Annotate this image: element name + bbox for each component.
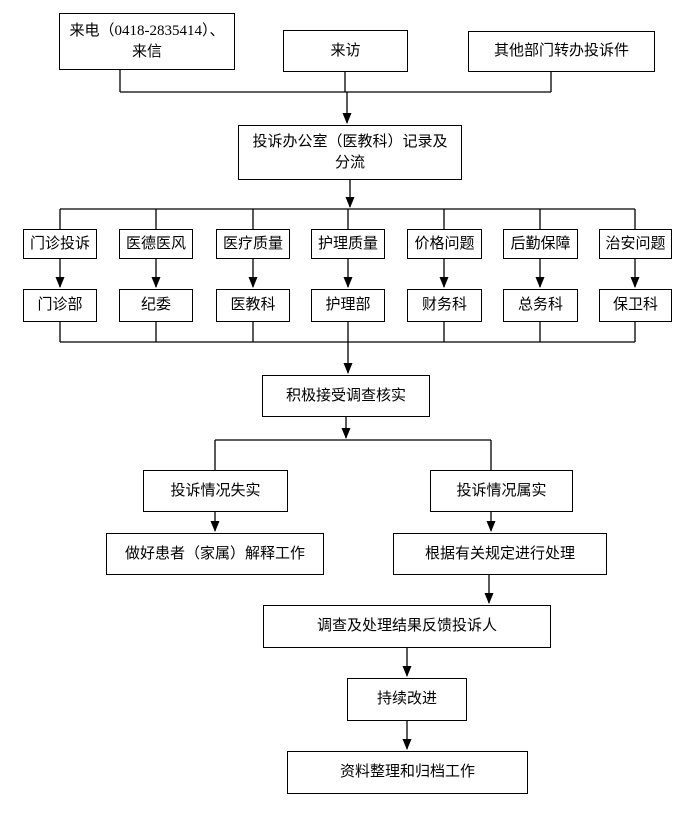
node-explain-to-patient: 做好患者（家属）解释工作	[106, 533, 324, 575]
node-dept-general-affairs: 总务科	[503, 289, 578, 322]
node-dept-finance: 财务科	[407, 289, 482, 322]
node-category-nursing-quality: 护理质量	[311, 229, 385, 259]
node-category-medical-quality: 医疗质量	[216, 229, 290, 259]
node-dept-nursing: 护理部	[311, 289, 385, 322]
node-dept-discipline-committee: 纪委	[119, 289, 193, 322]
node-complaint-office: 投诉办公室（医教科）记录及 分流	[238, 125, 462, 180]
node-intake-transfer: 其他部门转办投诉件	[468, 31, 655, 72]
node-category-pricing: 价格问题	[407, 229, 482, 259]
node-case-true: 投诉情况属实	[430, 470, 573, 512]
node-feedback-to-complainant: 调查及处理结果反馈投诉人	[263, 605, 551, 648]
node-dept-outpatient: 门诊部	[23, 289, 97, 322]
node-dept-medical-education: 医教科	[216, 289, 290, 322]
node-category-outpatient: 门诊投诉	[23, 229, 97, 259]
node-category-logistics: 后勤保障	[503, 229, 578, 259]
node-continuous-improvement: 持续改进	[347, 678, 467, 721]
node-intake-visit: 来访	[283, 30, 408, 72]
node-handle-per-regulations: 根据有关规定进行处理	[393, 533, 607, 575]
node-category-ethics: 医德医风	[119, 229, 193, 259]
node-case-false: 投诉情况失实	[143, 470, 288, 512]
node-archive-documents: 资料整理和归档工作	[287, 751, 528, 794]
node-category-public-security: 治安问题	[599, 229, 672, 259]
node-intake-phone-letter: 来电（0418-2835414）、 来信	[59, 13, 235, 70]
node-dept-security: 保卫科	[599, 289, 672, 322]
node-verify-investigation: 积极接受调查核实	[262, 375, 430, 417]
